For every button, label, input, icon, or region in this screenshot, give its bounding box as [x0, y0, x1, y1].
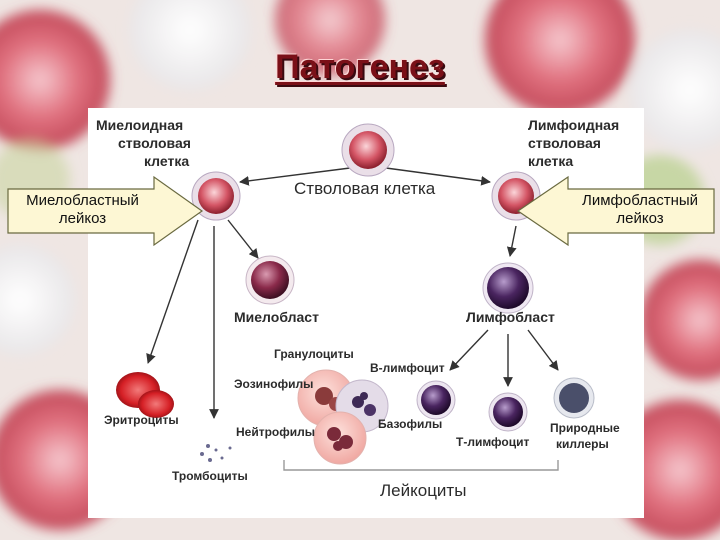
erythrocytes-label: Эритроциты: [104, 413, 179, 427]
stem-cell: [341, 123, 395, 177]
thrombocytes-label: Тромбоциты: [172, 469, 248, 483]
callout-right-line-1: Лимфобластный: [581, 192, 699, 209]
myeloid-stem-label-3: клетка: [144, 153, 189, 169]
callout-left-line-2: лейкоз: [58, 210, 107, 227]
b-lymphocyte-cell: [416, 380, 456, 420]
callout-right-line-2: лейкоз: [616, 210, 664, 227]
leukocytes-label: Лейкоциты: [380, 481, 466, 500]
callout-left-line-1: Миелобластный: [26, 192, 139, 209]
neutrophils-label: Нейтрофилы: [236, 425, 315, 439]
right-callout-arrow: [516, 175, 715, 247]
myeloid-stem-label-2: стволовая: [118, 135, 191, 151]
t-lymphocyte-label: Т-лимфоцит: [456, 435, 529, 449]
page-title: Патогенез: [275, 48, 445, 86]
lymphoblastic-leukemia-callout: Лимфобластный лейкоз: [566, 192, 714, 228]
granulocytes-cluster: [297, 369, 389, 465]
b-lymphocyte-label: В-лимфоцит: [370, 361, 445, 375]
lymphoblast-cell: [482, 262, 534, 314]
stem-cell-label: Стволовая клетка: [294, 179, 436, 198]
hematopoiesis-diagram: Стволовая клетка Миелоидная стволовая кл…: [96, 117, 620, 500]
myeloblast-cell: [245, 255, 295, 305]
natural-killers-label-2: киллеры: [556, 437, 609, 451]
lymphoblast-label: Лимфобласт: [466, 309, 555, 325]
natural-killers-label-1: Природные: [550, 421, 620, 435]
myeloblastic-leukemia-callout: Миелобластный лейкоз: [10, 192, 155, 228]
eosinophils-label: Эозинофилы: [234, 377, 313, 391]
erythrocytes-cells: [116, 372, 174, 418]
thrombocytes-dots: [200, 444, 232, 462]
t-lymphocyte-cell: [488, 392, 528, 432]
lymphoid-stem-label-3: клетка: [528, 153, 573, 169]
natural-killer-cell: [553, 377, 595, 419]
basophils-label: Базофилы: [378, 417, 442, 431]
myeloblast-label: Миелобласт: [234, 309, 319, 325]
myeloid-stem-cell: [191, 171, 241, 221]
lymphoid-stem-label-2: стволовая: [528, 135, 601, 151]
myeloid-stem-label-1: Миелоидная: [96, 117, 183, 133]
lymphoid-stem-label-1: Лимфоидная: [528, 117, 619, 133]
diagram-arrows: [146, 167, 559, 471]
granulocytes-label: Гранулоциты: [274, 347, 354, 361]
left-callout-arrow: [7, 175, 204, 247]
